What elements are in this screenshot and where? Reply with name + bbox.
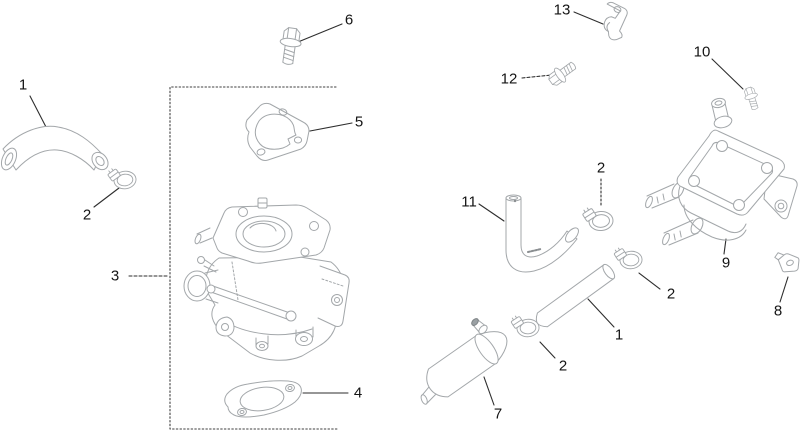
elbow-hose-drawing — [0, 125, 109, 171]
hose-clamp-drawing — [508, 312, 541, 339]
flange-bolt-drawing — [276, 26, 304, 67]
part-callout-11: 11 — [461, 193, 477, 211]
part-callout-1b: 1 — [614, 326, 624, 344]
part-callout-4: 4 — [353, 384, 363, 402]
upper-gasket-drawing — [245, 102, 310, 161]
part-callout-6: 6 — [344, 11, 354, 29]
hex-bolt-drawing — [545, 57, 580, 90]
hose-clamp-drawing — [580, 203, 615, 233]
cable-clamp-drawing — [603, 1, 628, 41]
assembly-box-outline — [169, 86, 340, 430]
part-callout-12: 12 — [500, 70, 518, 88]
part-callout-2: 2 — [82, 206, 92, 224]
part-callout-5: 5 — [354, 113, 364, 131]
bent-hose-drawing — [505, 194, 579, 273]
part-callout-10: 10 — [693, 43, 711, 61]
fuel-line-drawing — [535, 263, 616, 328]
fuel-pump-drawing — [645, 97, 798, 246]
part-callout-3: 3 — [110, 267, 120, 285]
clip-bracket-drawing — [774, 252, 800, 273]
part-callout-13: 13 — [553, 1, 571, 19]
part-callout-2b: 2 — [596, 159, 606, 177]
lower-gasket-drawing — [224, 380, 302, 418]
part-callout-8: 8 — [773, 302, 783, 320]
part-callout-9: 9 — [721, 254, 731, 272]
carburetor-drawing — [183, 197, 350, 361]
fuel-filter-drawing — [420, 318, 508, 405]
screw-drawing — [741, 85, 762, 112]
part-callout-7: 7 — [493, 405, 503, 423]
part-callout-1: 1 — [18, 76, 28, 94]
part-callout-2d: 2 — [558, 357, 568, 375]
hose-clamp-drawing — [105, 163, 138, 192]
hose-clamp-drawing — [611, 244, 644, 271]
leader-lines — [29, 11, 789, 406]
part-callout-2c: 2 — [666, 285, 676, 303]
